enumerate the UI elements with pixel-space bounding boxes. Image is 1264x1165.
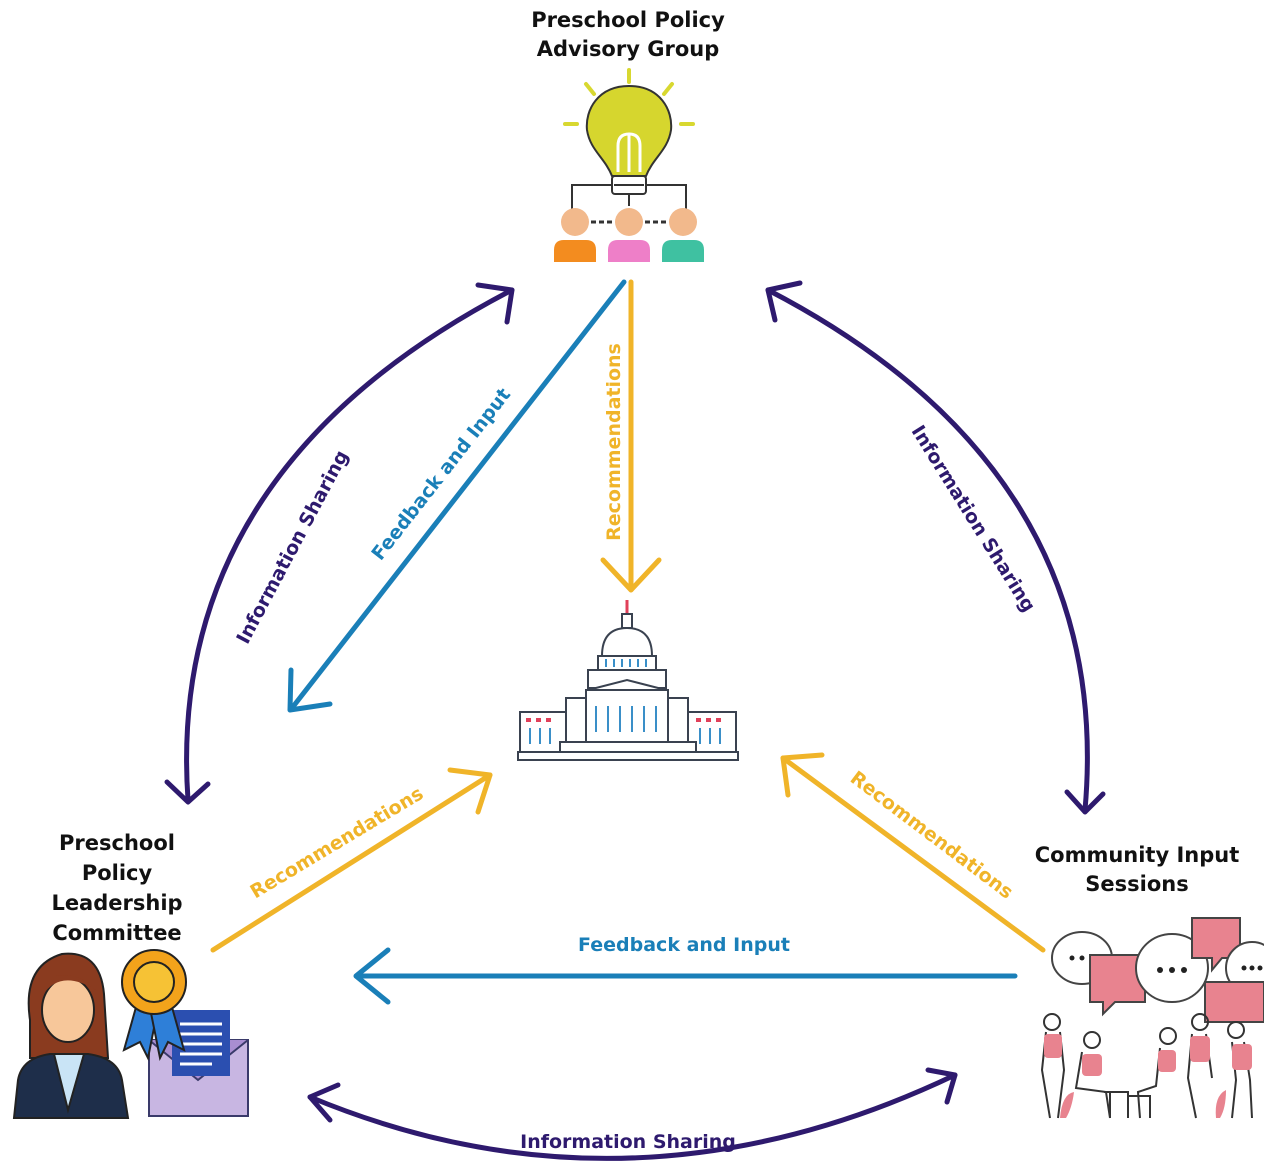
edge-info-right <box>765 280 1106 815</box>
edge-rec-left <box>210 767 493 953</box>
label-rec-top: Recommendations <box>603 343 625 541</box>
leadership-title-line3: Leadership <box>51 891 183 915</box>
edge-feedback-diag <box>287 279 627 713</box>
leadership-title-line2: Policy <box>81 861 153 885</box>
edge-feedback-horiz <box>353 947 1018 1005</box>
advisory-group-title: Preschool Policy Advisory Group <box>470 6 786 64</box>
community-input-title: Community Input Sessions <box>1010 841 1264 899</box>
edge-rec-right <box>780 752 1046 953</box>
advisory-title-line1: Preschool Policy <box>531 8 725 32</box>
leadership-committee-title: Preschool Policy Leadership Committee <box>12 828 222 948</box>
edge-rec-top <box>600 279 662 593</box>
advisory-title-line2: Advisory Group <box>536 37 720 61</box>
edge-info-left <box>164 282 515 805</box>
edge-info-bottom <box>307 1067 958 1161</box>
businesswoman-award-icon <box>12 949 249 1119</box>
label-feedback-horiz: Feedback and Input <box>578 934 790 956</box>
community-title-line1: Community Input <box>1034 843 1240 867</box>
label-rec-right: Recommendations <box>846 767 1017 904</box>
lightbulb-people-icon <box>554 68 704 262</box>
label-feedback-diag: Feedback and Input <box>367 384 515 565</box>
label-info-right: Information Sharing <box>907 422 1040 617</box>
people-speech-bubbles-icon <box>1040 917 1264 1119</box>
label-info-left: Information Sharing <box>232 447 353 648</box>
leadership-title-line4: Committee <box>52 921 182 945</box>
label-info-bottom: Information Sharing <box>520 1131 736 1153</box>
leadership-title-line1: Preschool <box>59 831 175 855</box>
community-title-line2: Sessions <box>1085 872 1189 896</box>
capitol-building-icon <box>517 600 739 761</box>
label-rec-left: Recommendations <box>246 783 427 904</box>
